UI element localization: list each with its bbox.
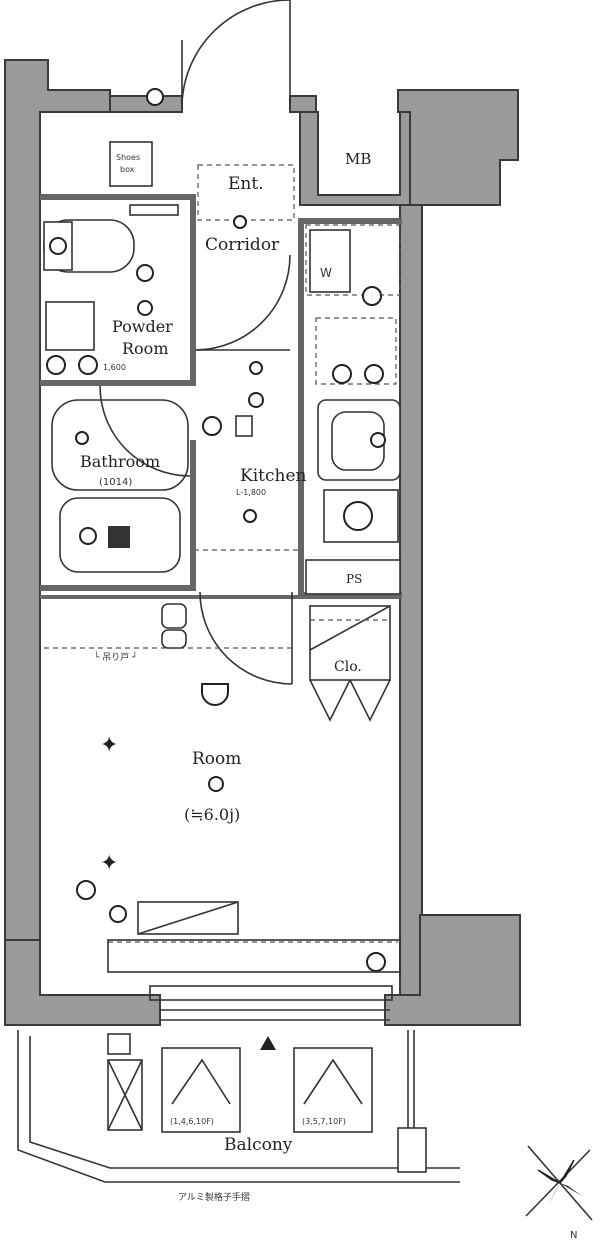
bathroom-label: Bathroom (80, 452, 160, 471)
window-b-label: (3,5,7,10F) (302, 1117, 346, 1126)
washer-label: W (320, 266, 332, 280)
kitchen-spec: L-1,800 (236, 488, 266, 497)
window-a-label: (1,4,6,10F) (170, 1117, 214, 1126)
kitchen: W Kitchen L-1,800 (196, 224, 401, 551)
balcony-label: Balcony (224, 1135, 293, 1155)
closet-label: Clo. (334, 659, 362, 675)
pipe-space: PS (305, 559, 401, 595)
powder-room-label-2: Room (122, 339, 168, 358)
closet: Clo. (309, 605, 391, 722)
intercom-icon (146, 88, 164, 106)
structural-walls (4, 59, 521, 1026)
kitchen-label: Kitchen (240, 466, 306, 486)
svg-text:Shoes: Shoes (116, 153, 140, 162)
powder-room-spec: 1,600 (103, 363, 126, 372)
room-label: Room (192, 749, 241, 769)
interior-walls (40, 194, 402, 599)
main-room: └ 吊り戸 ┘ ✦ ✦ Room (≒6.0j) (44, 603, 401, 973)
compass-north-label: N (570, 1230, 577, 1241)
balcony: (1,4,6,10F) (3,5,7,10F) Balcony アルミ製格子手摺 (17, 1030, 460, 1203)
svg-text:✦: ✦ (100, 733, 118, 758)
railing-note: アルミ製格子手摺 (178, 1191, 250, 1203)
powder-room-label-1: Powder (112, 317, 173, 336)
svg-text:✦: ✦ (100, 851, 118, 876)
bathroom: Bathroom (1014) (51, 399, 189, 573)
powder-room: Powder Room 1,600 (43, 204, 191, 477)
svg-text:box: box (120, 165, 135, 174)
bathroom-spec: (1014) (99, 477, 132, 488)
ps-label: PS (346, 572, 362, 586)
entrance-label: Ent. (228, 174, 264, 194)
balcony-window (149, 985, 393, 1050)
corridor-label: Corridor (205, 235, 280, 255)
compass-icon: N (525, 1145, 593, 1241)
entrance-door (146, 0, 291, 106)
room-size: (≒6.0j) (184, 805, 240, 824)
shoes-box: Shoes box (109, 141, 153, 187)
ceiling-note: └ 吊り戸 ┘ (94, 651, 138, 663)
mb-label: MB (345, 150, 371, 168)
